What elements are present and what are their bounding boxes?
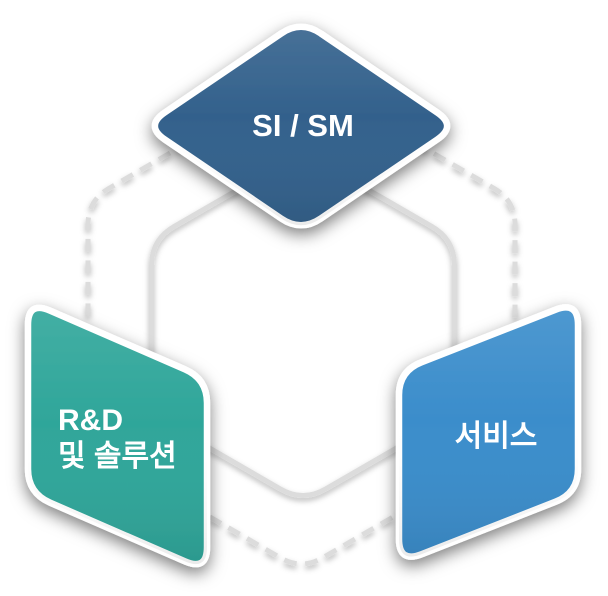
outer-dashed-hexagon-connector (85, 80, 518, 567)
node-service-label: 서비스 (455, 420, 538, 453)
inner-solid-hexagon-connector (149, 156, 457, 498)
node-service: 서비스 (395, 304, 582, 560)
node-si-sm: SI / SM (151, 23, 451, 229)
node-rnd-solution: R&D 및 솔루션 (24, 304, 211, 568)
node-si-sm-label: SI / SM (252, 108, 354, 143)
node-rnd-solution-label-line1: R&D (58, 404, 123, 437)
node-rnd-solution-label-line2: 및 솔루션 (58, 440, 177, 473)
